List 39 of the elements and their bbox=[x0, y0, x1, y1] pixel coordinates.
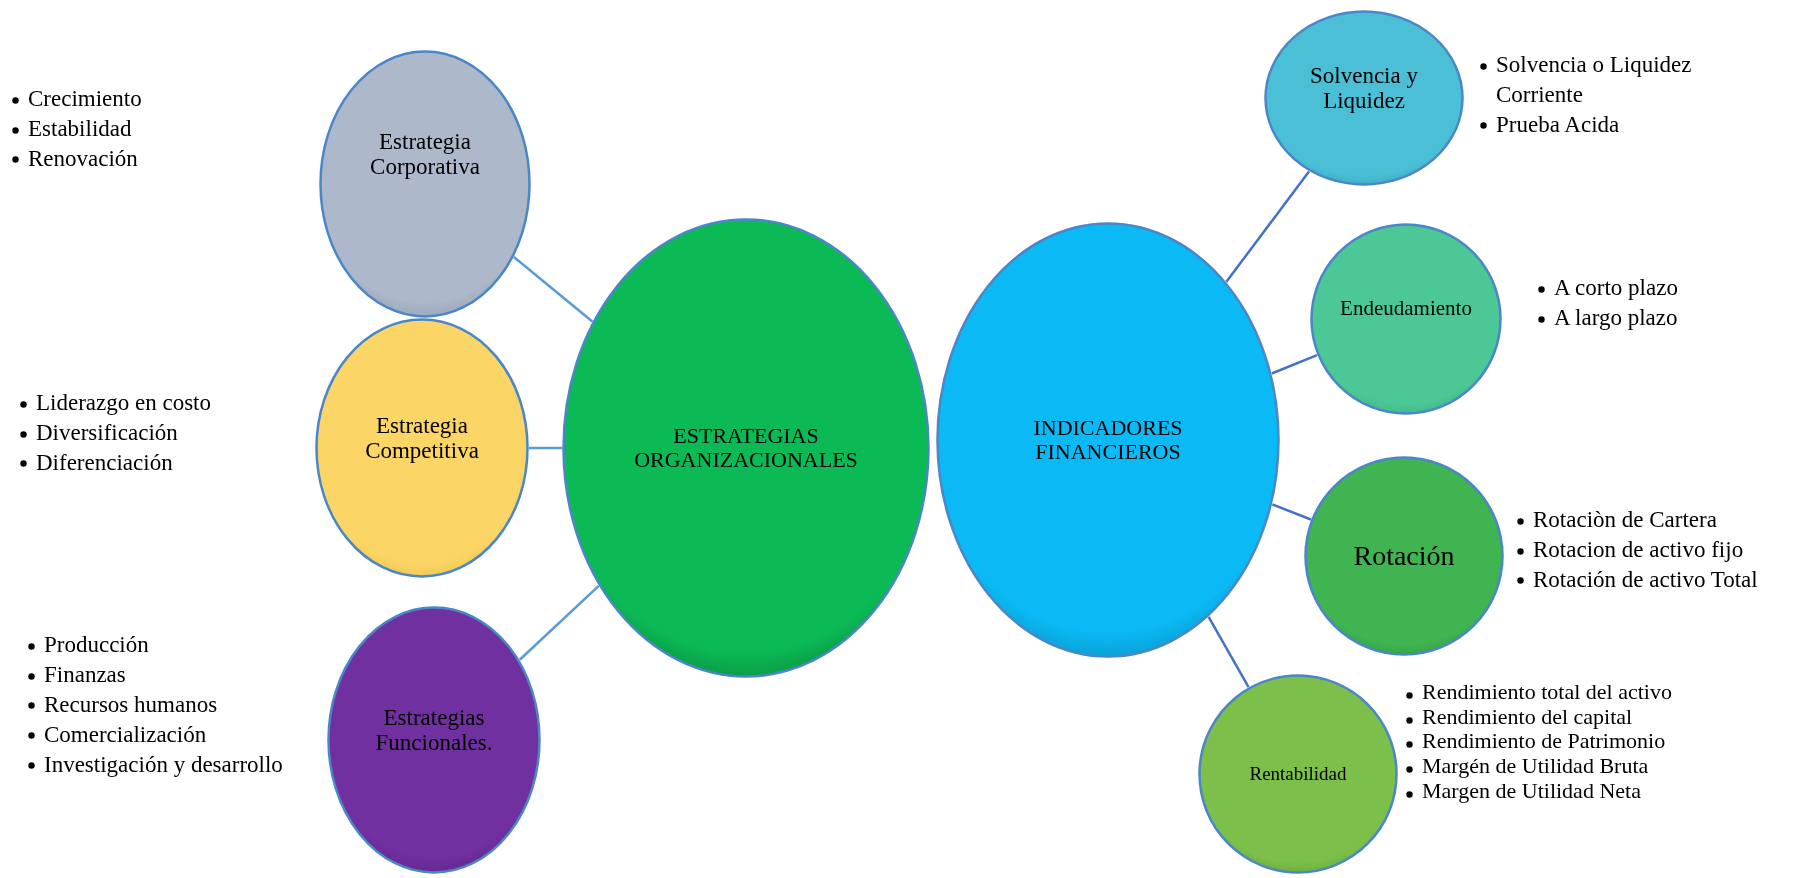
bullet-item: Investigación y desarrollo bbox=[44, 751, 283, 777]
bullet-item: Rendimiento de Patrimonio bbox=[1422, 728, 1666, 754]
node-label: Rentabilidad bbox=[1248, 763, 1348, 785]
connector-line bbox=[1271, 353, 1318, 375]
bullet-item: Margen de Utilidad Neta bbox=[1422, 777, 1641, 803]
bullet-item: Recursos humanos bbox=[44, 691, 218, 717]
node-label: Estrategia Corporativa bbox=[369, 128, 481, 180]
bullet-item: Finanzas bbox=[44, 661, 126, 687]
bullet-item: Rendimiento del capital bbox=[1422, 703, 1633, 729]
bullet-item: Margén de Utilidad Bruta bbox=[1422, 752, 1649, 778]
node-label: ESTRATEGIAS ORGANIZACIONALES bbox=[633, 423, 859, 473]
bullet-item: Diferenciación bbox=[36, 449, 173, 475]
bullet-item: Rotación de activo Total bbox=[1533, 566, 1758, 592]
bullet-item: Prueba Acida bbox=[1496, 111, 1620, 137]
bullet-item: Liderazgo en costo bbox=[36, 390, 211, 415]
bullet-item: Rotacion de activo fijo bbox=[1533, 536, 1744, 562]
bullet-item: Rotaciòn de Cartera bbox=[1533, 507, 1717, 532]
connector-line bbox=[518, 584, 600, 661]
node-label: Solvencia y Liquidez bbox=[1309, 62, 1419, 114]
connector-line bbox=[1207, 616, 1250, 688]
node-label: Estrategia Competitiva bbox=[364, 412, 480, 464]
bullet-item: Crecimiento bbox=[28, 86, 142, 111]
node-label: INDICADORES FINANCIEROS bbox=[1032, 415, 1184, 465]
connector-line bbox=[1271, 503, 1312, 521]
node-label: Estrategias Funcionales. bbox=[374, 704, 494, 756]
bullet-item: A largo plazo bbox=[1554, 304, 1678, 330]
bullet-item: Estabilidad bbox=[28, 115, 132, 141]
bullet-item: Diversificación bbox=[36, 419, 178, 445]
bullet-item: Solvencia o Liquidez Corriente bbox=[1496, 52, 1692, 107]
connector-line bbox=[513, 256, 594, 323]
node-label: Rotación bbox=[1352, 540, 1456, 572]
connector-line bbox=[1225, 170, 1310, 283]
node-label: Endeudamiento bbox=[1339, 297, 1473, 321]
bullet-item: Rendimiento total del activo bbox=[1422, 679, 1672, 704]
bullet-item: Renovación bbox=[28, 145, 138, 171]
bullet-item: A corto plazo bbox=[1554, 275, 1678, 300]
connector-line bbox=[529, 446, 562, 450]
bullet-item: Producción bbox=[44, 632, 149, 657]
bullet-item: Comercialización bbox=[44, 721, 207, 747]
